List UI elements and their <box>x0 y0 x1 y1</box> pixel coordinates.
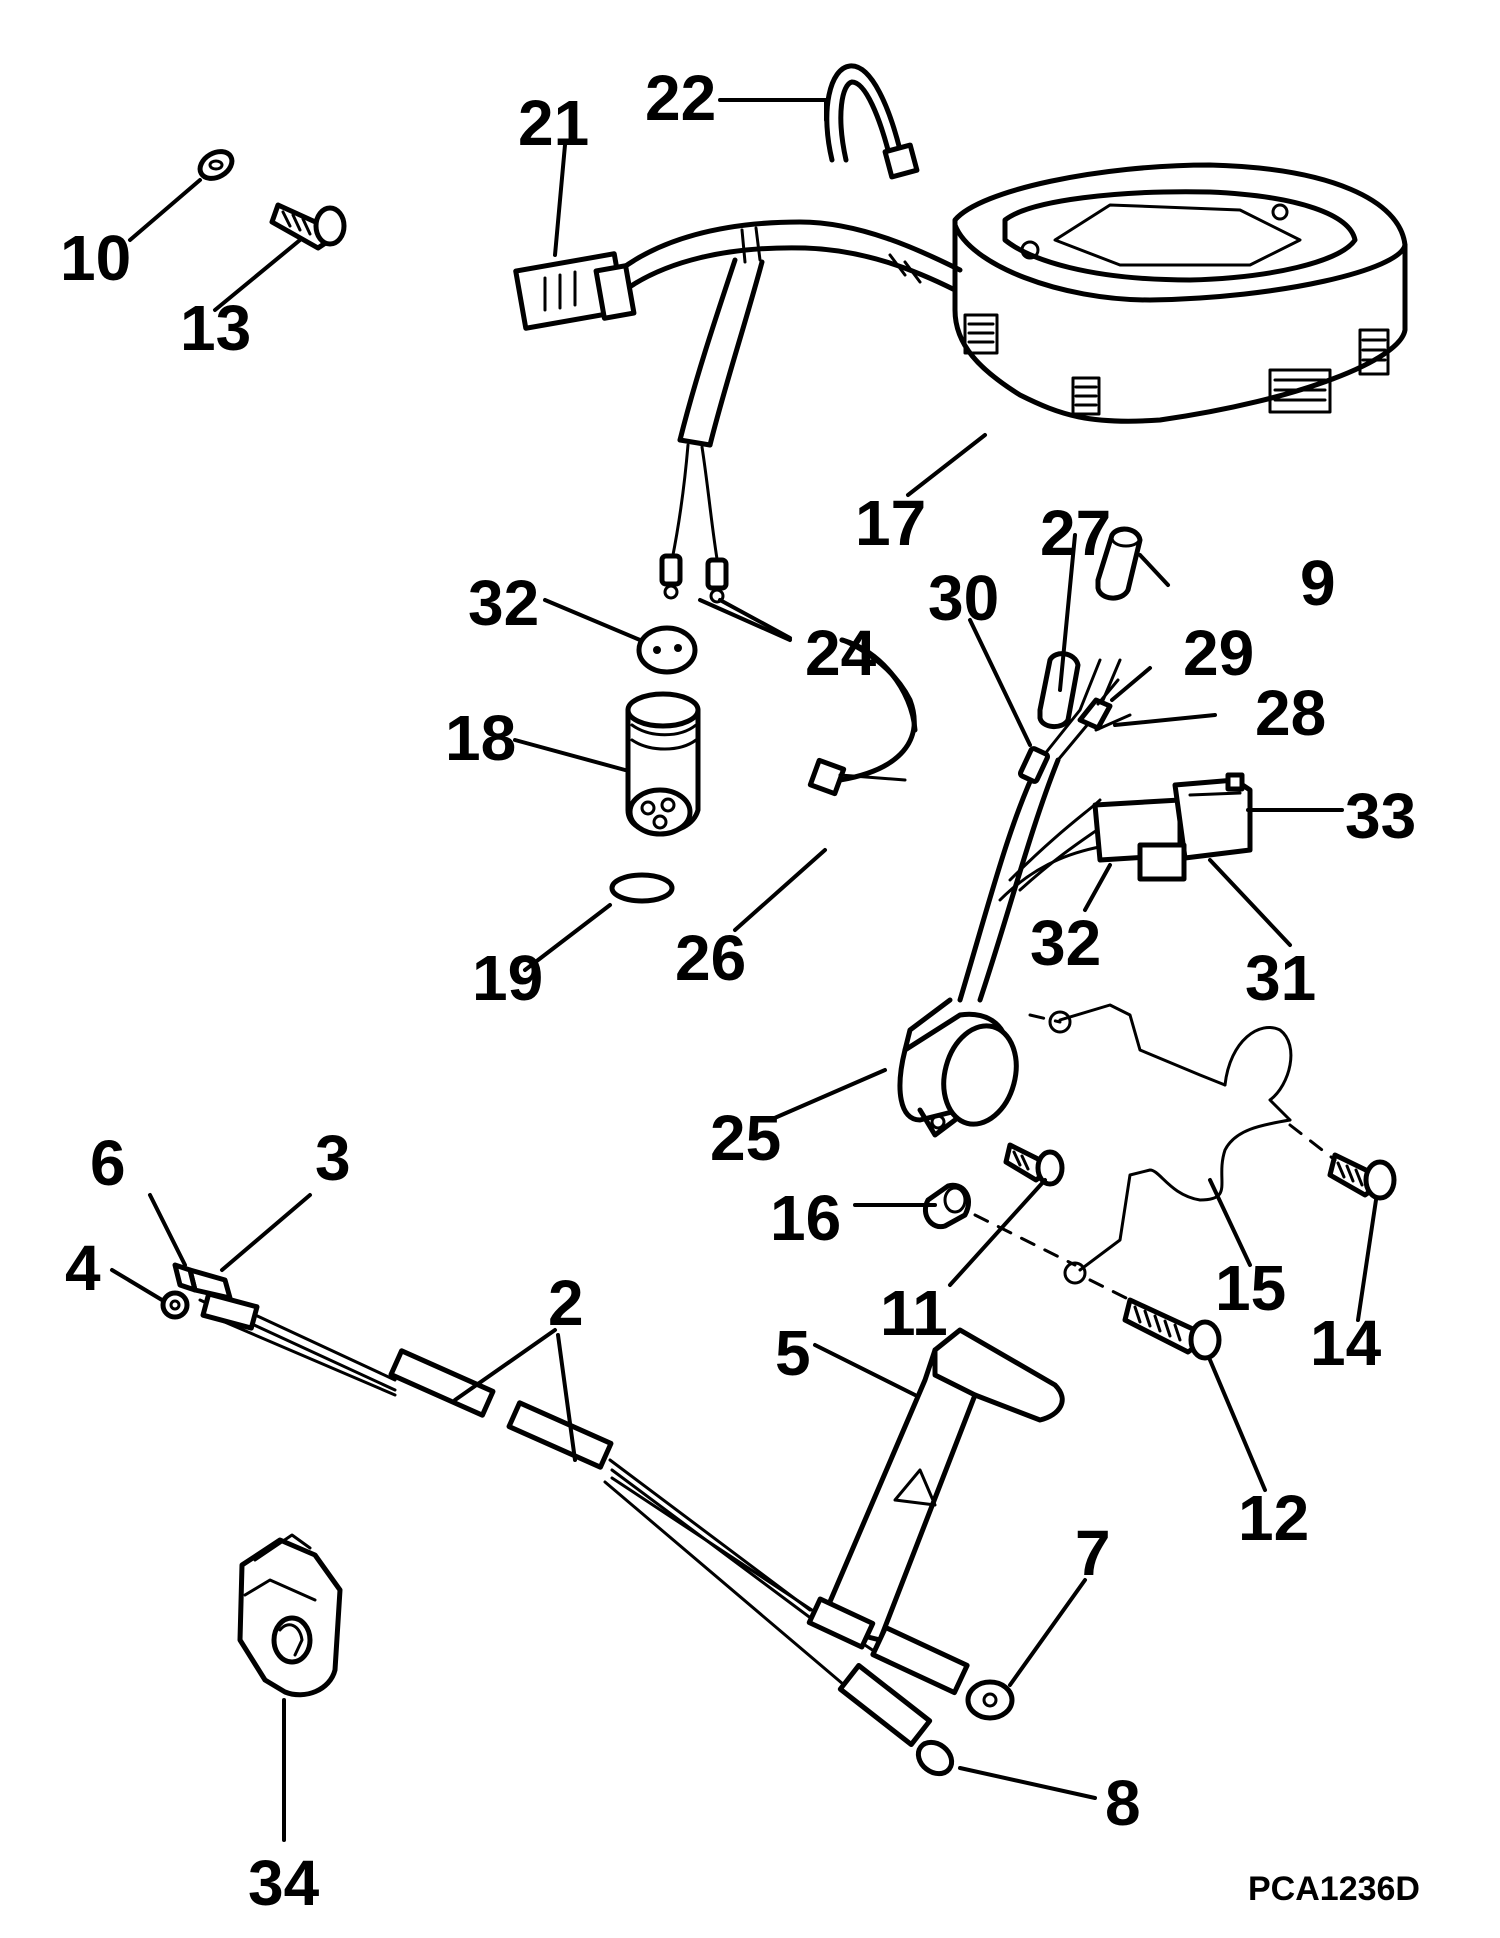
part-11-screw <box>1003 1142 1065 1187</box>
callout-7: 7 <box>1075 1517 1111 1589</box>
callout-32-lower: 32 <box>1030 907 1101 979</box>
drawing-code: PCA1236D <box>1248 1870 1420 1908</box>
callout-9: 9 <box>1300 547 1336 619</box>
callout-3: 3 <box>315 1122 351 1194</box>
part-25-power-pack <box>897 997 1019 1138</box>
callout-27: 27 <box>1040 497 1111 569</box>
part-5-bracket <box>817 1327 1065 1643</box>
part-31-plug <box>1137 842 1187 882</box>
callout-13: 13 <box>180 292 251 364</box>
callout-28: 28 <box>1255 677 1326 749</box>
part-16-spacer <box>922 1182 972 1230</box>
part-15-ground-wire <box>1048 1003 1293 1285</box>
callout-32-upper: 32 <box>468 567 539 639</box>
callout-22: 22 <box>645 62 716 134</box>
part-17-stator <box>952 162 1408 424</box>
callout-21: 21 <box>518 87 589 159</box>
callout-4: 4 <box>65 1232 101 1304</box>
callout-14: 14 <box>1310 1307 1382 1379</box>
callout-19: 19 <box>472 942 543 1014</box>
callout-26: 26 <box>675 922 746 994</box>
callout-33: 33 <box>1345 780 1416 852</box>
callout-5: 5 <box>775 1317 811 1389</box>
callout-25: 25 <box>710 1102 781 1174</box>
part-19-o-ring <box>609 872 675 904</box>
callout-10: 10 <box>60 222 131 294</box>
callout-34: 34 <box>248 1847 320 1919</box>
part-22-cable-strap <box>824 63 920 180</box>
part-14-screw <box>1327 1152 1397 1201</box>
part-18-sensor <box>625 691 701 837</box>
callout-17: 17 <box>855 487 926 559</box>
part-12-screw <box>1122 1297 1222 1361</box>
part-2-harness <box>160 1262 1015 1777</box>
callout-30: 30 <box>928 562 999 634</box>
leader-lines <box>110 98 1378 1842</box>
callout-24: 24 <box>805 617 877 689</box>
part-21-harness <box>513 219 963 567</box>
part-13-bolt <box>269 202 347 251</box>
part-32-grommet <box>636 625 698 675</box>
callout-12: 12 <box>1238 1482 1309 1554</box>
part-10-washer <box>197 149 235 181</box>
callout-15: 15 <box>1215 1252 1286 1324</box>
part-9-sleeve <box>1095 526 1143 601</box>
callout-6: 6 <box>90 1127 126 1199</box>
callout-18: 18 <box>445 702 516 774</box>
part-24-terminals <box>659 553 729 604</box>
callout-31: 31 <box>1245 942 1316 1014</box>
callout-labels: 10 13 21 22 17 27 9 30 29 28 32 24 18 33… <box>60 62 1420 1919</box>
callout-2: 2 <box>548 1267 584 1339</box>
part-26-cable-tie <box>807 637 918 797</box>
callout-8: 8 <box>1105 1767 1141 1839</box>
part-34-cover <box>237 1533 343 1698</box>
assembly-lines <box>973 1013 1337 1307</box>
callout-16: 16 <box>770 1182 841 1254</box>
callout-11: 11 <box>880 1277 948 1349</box>
callout-29: 29 <box>1183 617 1254 689</box>
